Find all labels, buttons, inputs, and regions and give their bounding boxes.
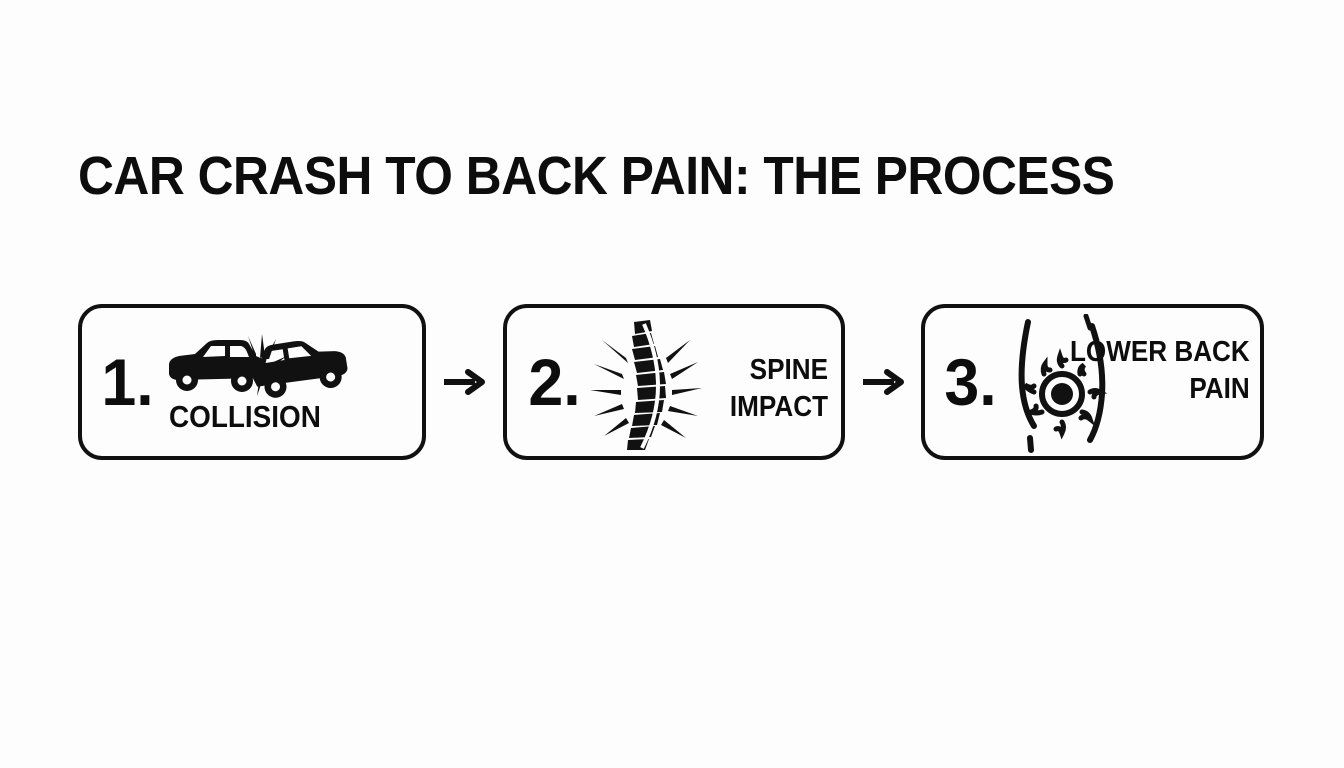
step-number-2: 2. bbox=[527, 345, 581, 419]
lower-back-pain-icon bbox=[1018, 314, 1108, 453]
page-title: CAR CRASH TO BACK PAIN: THE PROCESS bbox=[78, 146, 1115, 206]
step-3-content: LOWER BACK PAIN bbox=[998, 308, 1260, 456]
step-card-collision[interactable]: 1. bbox=[78, 304, 426, 460]
step-3-label-line1: LOWER BACK bbox=[1070, 336, 1250, 368]
step-card-lower-back-pain[interactable]: 3. bbox=[921, 304, 1264, 460]
step-2-label-line1: SPINE bbox=[750, 354, 829, 386]
arrow-right-icon bbox=[862, 369, 904, 395]
step-2-label-line2: IMPACT bbox=[730, 391, 829, 423]
step-number-1: 1. bbox=[101, 345, 154, 419]
car-crash-icon bbox=[169, 334, 348, 398]
step-3-label: LOWER BACK PAIN bbox=[1070, 334, 1250, 408]
step-1-content: COLLISION bbox=[155, 308, 422, 456]
flow-arrow-2 bbox=[845, 369, 922, 395]
step-card-spine-impact[interactable]: 2. bbox=[502, 304, 845, 460]
arrow-right-icon bbox=[444, 369, 486, 395]
process-flow: 1. bbox=[78, 303, 1264, 461]
step-2-label: SPINE IMPACT bbox=[730, 352, 828, 426]
step-2-content: SPINE IMPACT bbox=[582, 308, 841, 456]
step-3-label-line2: PAIN bbox=[1189, 373, 1250, 405]
flow-arrow-1 bbox=[426, 369, 503, 395]
step-number-3: 3. bbox=[944, 345, 997, 419]
spine-impact-icon bbox=[589, 320, 702, 450]
step-1-label: COLLISION bbox=[169, 399, 321, 434]
